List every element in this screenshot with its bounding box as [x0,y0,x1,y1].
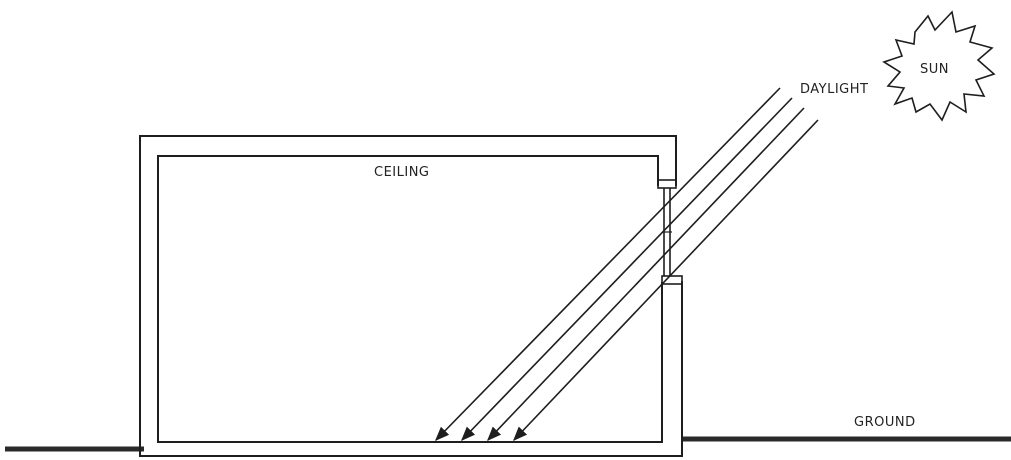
daylight-ray [461,97,793,442]
sun-label: SUN [920,62,949,77]
ground-line [5,436,1011,452]
daylight-ray [487,107,805,442]
sun-icon [882,10,996,122]
inner-wall [157,155,663,443]
outer-wall [139,135,683,457]
ground-label: GROUND [854,415,916,430]
window-opening [657,179,683,285]
daylight-ray [434,87,781,442]
daylight-label: DAYLIGHT [800,82,868,97]
daylight-ray [513,119,819,442]
daylight-rays [434,87,819,442]
ceiling-label: CEILING [374,165,430,180]
